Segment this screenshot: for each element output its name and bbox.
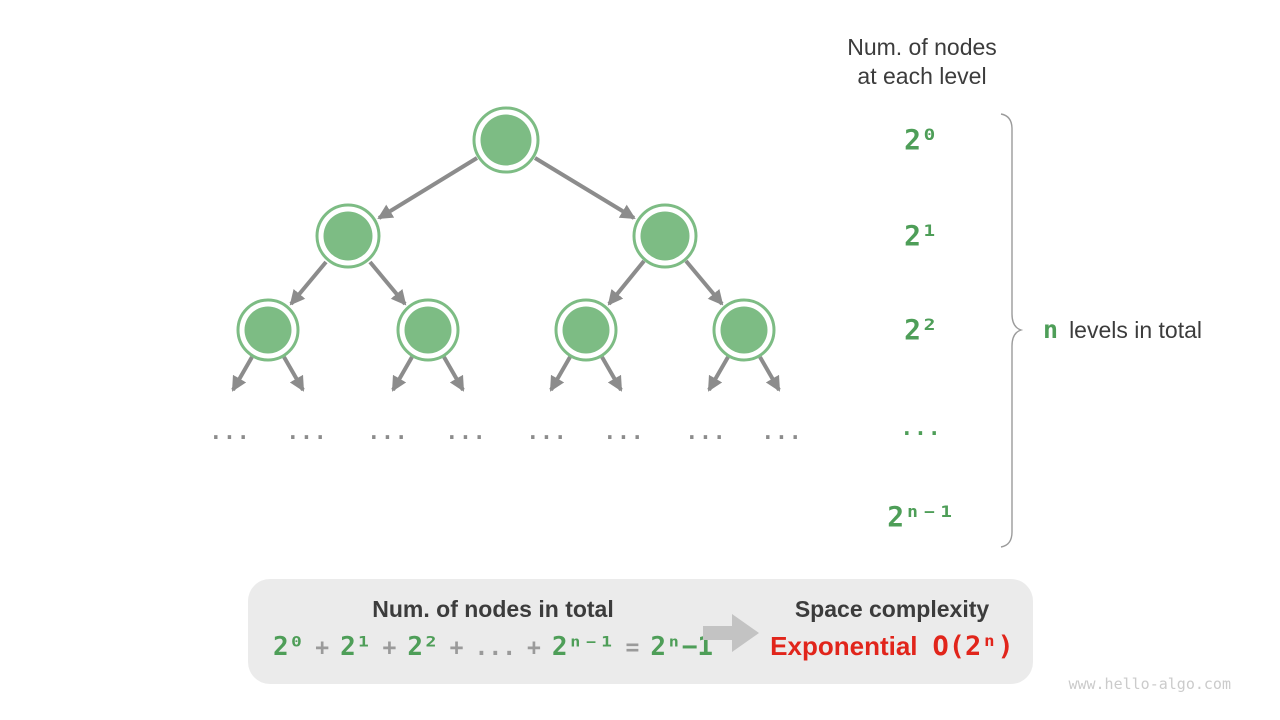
node-ring xyxy=(712,298,776,362)
space-complexity-section: Space complexity Exponential O(2ⁿ) xyxy=(766,594,1018,663)
level-count-ellipsis: ... xyxy=(900,416,942,440)
ellipsis: ... xyxy=(286,420,328,444)
equals-operator: = xyxy=(625,635,640,661)
ellipsis: ... xyxy=(603,420,645,444)
column-header-line2: at each level xyxy=(857,63,987,89)
edge-arrow xyxy=(231,356,254,392)
node-ring xyxy=(632,203,698,269)
edge-arrow xyxy=(368,260,407,306)
level-count-label: 2¹ xyxy=(904,219,938,252)
tree-nodes xyxy=(236,106,776,362)
plus-operator: + xyxy=(382,635,397,661)
ellipsis: ... xyxy=(761,420,803,444)
edge-arrow xyxy=(377,156,479,220)
tree-node xyxy=(554,298,618,362)
tree-node xyxy=(236,298,300,362)
node-body xyxy=(323,211,373,261)
plus-operator: + xyxy=(449,635,464,661)
edge-arrow xyxy=(282,356,305,392)
node-body xyxy=(404,306,452,354)
node-body xyxy=(720,306,768,354)
edge-arrow xyxy=(533,156,636,220)
levels-brace xyxy=(1000,113,1024,548)
edge-arrow xyxy=(289,260,328,306)
node-ring xyxy=(315,203,381,269)
level-count-label: 2² xyxy=(904,313,938,346)
edge-arrow xyxy=(442,356,465,392)
node-body xyxy=(480,114,532,166)
tree-node xyxy=(396,298,460,362)
tree-node xyxy=(315,203,381,269)
formula-term: 2⁰ xyxy=(272,632,305,662)
edge-arrow xyxy=(758,356,781,392)
edge-arrow xyxy=(391,356,414,392)
node-sum-formula: 2⁰ + 2¹ + 2² + ... + 2ⁿ⁻¹ = 2ⁿ−1 xyxy=(272,631,714,664)
total-nodes-title: Num. of nodes in total xyxy=(372,596,614,622)
plus-operator: + xyxy=(527,635,541,661)
node-ring xyxy=(236,298,300,362)
levels-total-text: levels in total xyxy=(1069,317,1203,343)
level-count-label: 2⁰ xyxy=(904,123,938,156)
ellipsis: ... xyxy=(685,420,727,444)
watermark: www.hello-algo.com xyxy=(1068,675,1231,693)
summary-box: Num. of nodes in total 2⁰ + 2¹ + 2² + ..… xyxy=(248,579,1033,684)
edge-arrow xyxy=(707,356,730,392)
node-ring xyxy=(396,298,460,362)
node-body xyxy=(640,211,690,261)
complexity-class-label: Exponential xyxy=(770,631,918,661)
ellipsis: ... xyxy=(367,420,409,444)
complexity-value: Exponential O(2ⁿ) xyxy=(766,630,1018,663)
levels-count-symbol: n xyxy=(1043,315,1059,344)
formula-result: 2ⁿ−1 xyxy=(650,632,714,662)
formula-term: 2¹ xyxy=(340,632,372,662)
plus-operator: + xyxy=(315,635,330,661)
node-ring xyxy=(472,106,540,174)
ellipsis: ... xyxy=(526,420,568,444)
total-nodes-section: Num. of nodes in total 2⁰ + 2¹ + 2² + ..… xyxy=(272,594,714,664)
column-header-line1: Num. of nodes xyxy=(847,34,997,60)
space-complexity-title: Space complexity xyxy=(794,596,990,622)
tree-node xyxy=(632,203,698,269)
formula-term: 2ⁿ⁻¹ xyxy=(551,632,615,662)
formula-term: 2² xyxy=(407,632,439,662)
ellipsis: ... xyxy=(209,420,251,444)
ellipsis: ... xyxy=(445,420,487,444)
column-header: Num. of nodes at each level xyxy=(847,33,997,91)
level-count-label: 2ⁿ⁻¹ xyxy=(887,500,955,533)
edge-arrow xyxy=(607,259,646,306)
edge-arrow xyxy=(549,356,572,392)
big-o-notation: O(2ⁿ) xyxy=(932,631,1014,662)
edge-arrow xyxy=(600,356,623,392)
levels-total-label: n levels in total xyxy=(1043,315,1202,344)
node-body xyxy=(562,306,610,354)
ellipsis-term: ... xyxy=(474,635,517,661)
tree-edges xyxy=(231,156,781,392)
tree-node-root xyxy=(472,106,540,174)
edge-arrow xyxy=(684,259,724,306)
node-body xyxy=(244,306,292,354)
tree-node xyxy=(712,298,776,362)
node-ring xyxy=(554,298,618,362)
